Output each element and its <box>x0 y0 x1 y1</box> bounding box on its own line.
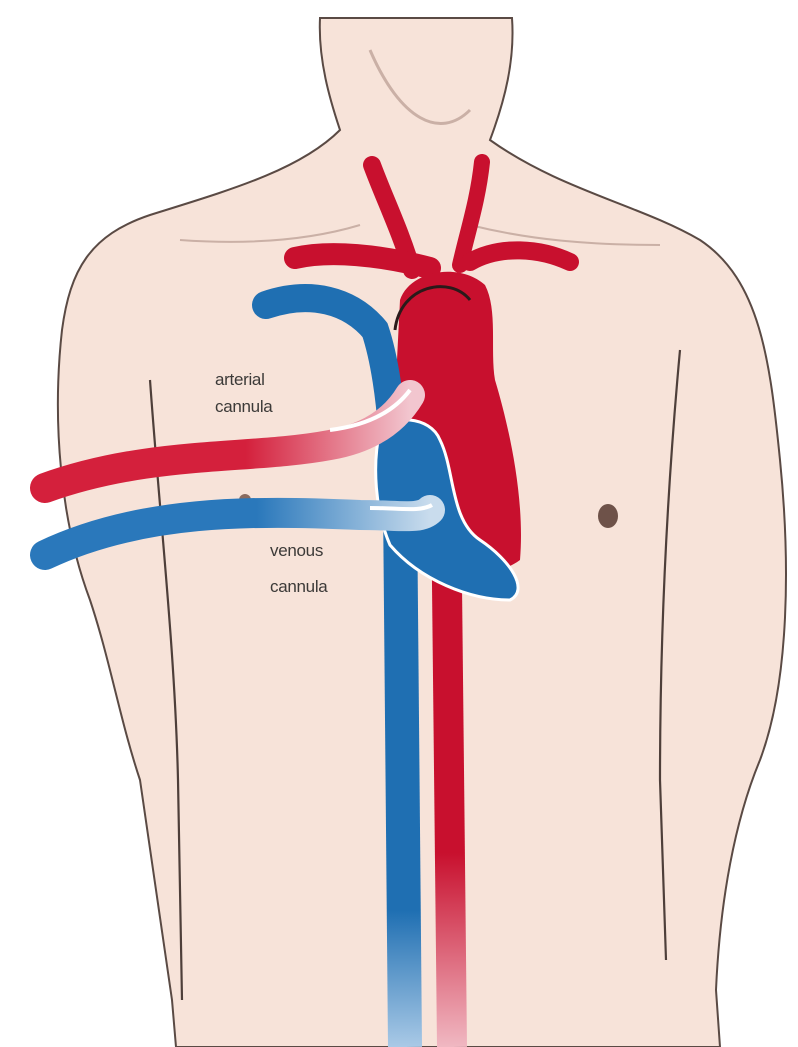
arterial-label-line2: cannula <box>215 397 273 416</box>
venous-label-line2: cannula <box>270 577 328 596</box>
nipple-left <box>598 504 618 528</box>
inferior-vena-cava <box>400 500 405 1047</box>
arterial-label-line1: arterial <box>215 370 265 389</box>
subclavian-right <box>295 254 430 268</box>
venous-label-line1: venous <box>270 541 323 560</box>
